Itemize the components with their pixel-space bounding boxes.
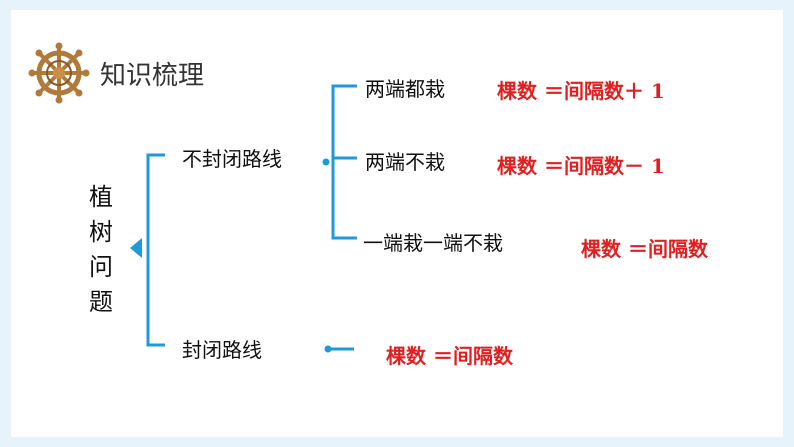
slide-background	[11, 10, 783, 437]
case-neither-end-label: 两端不栽	[365, 150, 445, 174]
case-one-end-label: 一端栽一端不栽	[363, 231, 503, 255]
root-char: 题	[89, 288, 113, 316]
main-bracket-line	[146, 153, 165, 347]
closed-route-label: 封闭路线	[182, 338, 262, 362]
case-one-end-formula: 棵数 ＝间隔数	[581, 237, 708, 261]
open-route-bracket-line	[331, 84, 357, 240]
section-title: 知识梳理	[100, 61, 205, 91]
case-both-ends-label: 两端都栽	[365, 77, 445, 101]
root-char: 问	[89, 253, 113, 281]
root-char: 植	[89, 183, 113, 211]
case-neither-end-formula: 棵数 ＝间隔数－ 1	[497, 154, 665, 178]
closed-route-formula: 棵数 ＝间隔数	[386, 344, 513, 368]
open-route-dot	[322, 158, 330, 166]
root-topic: 植 树 问 题	[85, 180, 117, 320]
root-pointer	[130, 238, 142, 258]
case-both-ends-formula: 棵数 ＝间隔数＋ 1	[497, 79, 665, 103]
open-route-label: 不封闭路线	[182, 147, 282, 171]
closed-route-dot	[324, 345, 332, 353]
root-char: 树	[89, 218, 113, 246]
ship-wheel-icon	[28, 42, 90, 104]
